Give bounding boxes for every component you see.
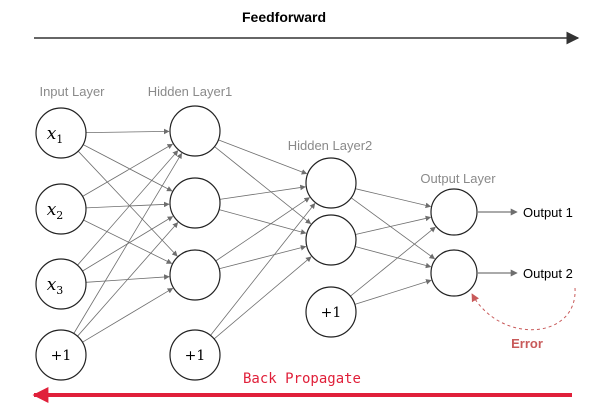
edge-layer2-13 [214, 146, 312, 225]
input-node-x3-label: x3 [47, 275, 64, 297]
hidden1-node-3 [169, 249, 221, 301]
connection-edges [73, 128, 436, 343]
input-node-x1: x1 [35, 107, 87, 159]
output2-label: Output 2 [523, 266, 573, 281]
edge-layer3-23 [354, 246, 432, 269]
hidden2-bias-label: +1 [321, 305, 342, 321]
edge-layer1-6 [77, 150, 179, 266]
backprop-label: Back Propagate [243, 371, 361, 387]
edge-layer3-24 [350, 226, 436, 297]
edge-layer3-20 [355, 188, 432, 209]
edge-layer2-15 [218, 209, 307, 235]
output-node-2 [430, 249, 478, 297]
output1-label: Output 1 [523, 205, 573, 220]
input-node-x2-label: x2 [47, 200, 64, 222]
hidden1-bias-label: +1 [185, 348, 206, 364]
edge-layer2-16 [215, 197, 310, 262]
input-layer-label: Input Layer [39, 84, 105, 99]
edge-layer3-22 [355, 215, 432, 235]
edge-layer1-3 [82, 143, 173, 197]
input-node-x1-label: x1 [47, 124, 64, 146]
edge-layer1-2 [77, 150, 178, 257]
feedforward-title: Feedforward [242, 9, 326, 25]
hidden1-bias-node: +1 [169, 329, 221, 381]
edge-layer2-14 [219, 184, 306, 200]
input-node-x2: x2 [35, 183, 87, 235]
input-bias-label: +1 [51, 348, 72, 364]
edge-layer3-21 [350, 197, 436, 260]
hidden1-node-1 [169, 105, 221, 157]
edge-layer3-25 [354, 279, 432, 305]
error-label: Error [511, 336, 543, 351]
edge-layer1-4 [85, 201, 170, 209]
edge-layer2-12 [218, 139, 308, 175]
hidden2-node-2 [305, 214, 357, 266]
edge-layer1-9 [73, 152, 183, 334]
output-node-1 [430, 188, 478, 236]
edge-layer2-19 [213, 256, 312, 340]
edge-layer1-10 [77, 222, 179, 337]
hidden2-node-1 [305, 157, 357, 209]
edge-layer2-17 [219, 245, 307, 270]
output-layer-label: Output Layer [420, 171, 496, 186]
edge-layer1-1 [83, 144, 173, 192]
input-node-x3: x3 [35, 258, 87, 310]
edge-layer1-5 [83, 219, 173, 264]
input-bias-node: +1 [35, 329, 87, 381]
error-feedback-arrow [471, 287, 576, 331]
edge-layer1-0 [85, 128, 170, 135]
hidden-layer2-label: Hidden Layer2 [288, 138, 373, 153]
edge-layer2-18 [210, 202, 316, 336]
hidden1-node-2 [169, 177, 221, 229]
hidden-layer1-label: Hidden Layer1 [148, 84, 233, 99]
hidden2-bias-node: +1 [305, 286, 357, 338]
edge-layer1-11 [82, 287, 174, 343]
